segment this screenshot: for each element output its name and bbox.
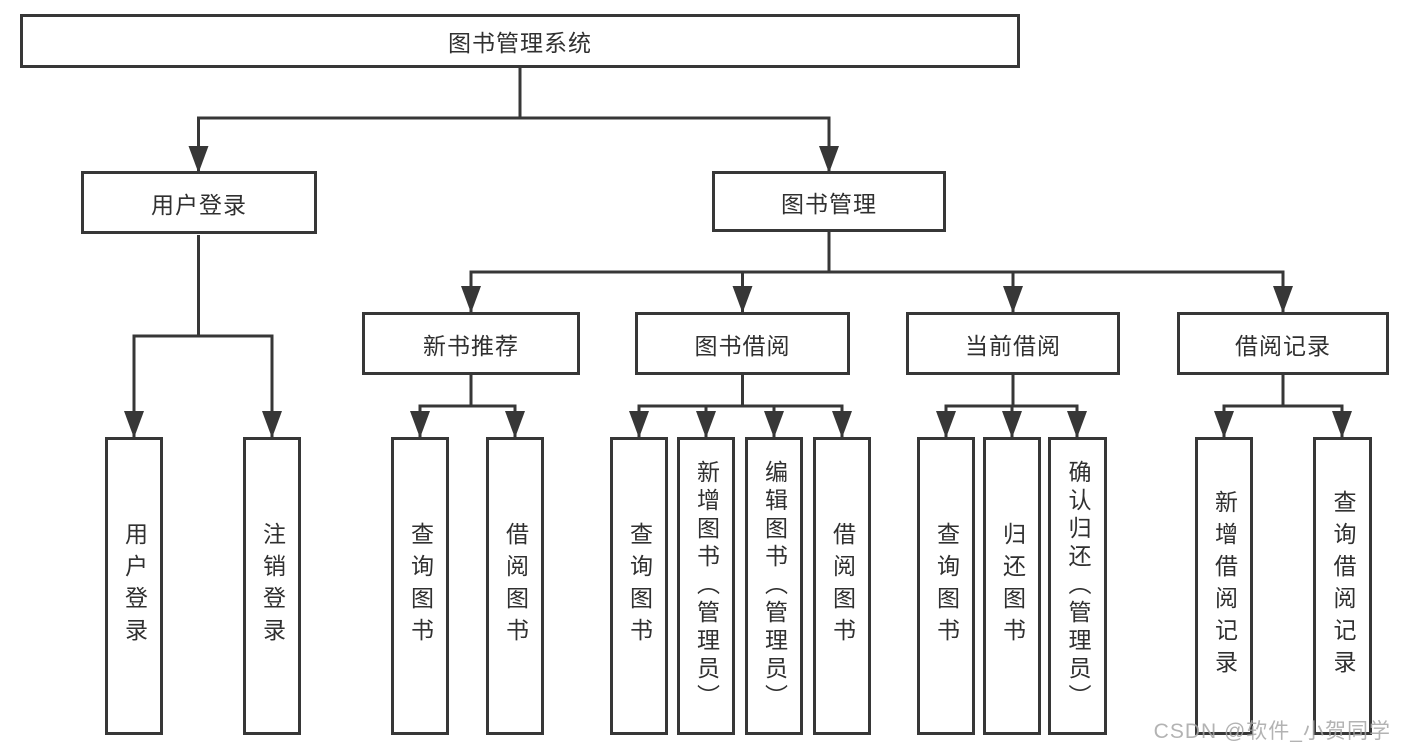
- node-user-login-branch: 用户登录: [81, 171, 317, 234]
- leaf-add-borrow-record: 新增借阅记录: [1195, 437, 1253, 735]
- leaf-query-books-borrow: 查询图书: [610, 437, 668, 735]
- connector: [637, 375, 844, 437]
- arrowhead-icon: [410, 411, 430, 438]
- node-root: 图书管理系统: [20, 14, 1020, 68]
- leaf-return-books: 归还图书: [983, 437, 1041, 735]
- arrowhead-icon: [262, 411, 282, 438]
- node-new-book-recommend: 新书推荐: [362, 312, 580, 375]
- arrowhead-icon: [188, 146, 209, 173]
- leaf-borrow-books: 借阅图书: [813, 437, 871, 735]
- node-current-borrowing: 当前借阅: [906, 312, 1120, 375]
- leaf-borrow-books-recommend: 借阅图书: [486, 437, 544, 735]
- connector: [418, 375, 517, 437]
- leaf-logout: 注销登录: [243, 437, 301, 735]
- leaf-user-login: 用户登录: [105, 437, 163, 735]
- arrowhead-icon: [732, 286, 753, 313]
- arrowhead-icon: [1067, 411, 1087, 438]
- connector: [1222, 375, 1344, 437]
- connector: [469, 232, 1285, 312]
- arrowhead-icon: [1002, 411, 1022, 438]
- arrowhead-icon: [936, 411, 956, 438]
- arrowhead-icon: [764, 411, 784, 438]
- arrowhead-icon: [124, 411, 144, 438]
- arrowhead-icon: [819, 146, 839, 173]
- arrowhead-icon: [461, 286, 481, 313]
- leaf-query-books-recommend: 查询图书: [391, 437, 449, 735]
- leaf-query-books-current: 查询图书: [917, 437, 975, 735]
- connector: [132, 235, 274, 437]
- arrowhead-icon: [505, 411, 525, 438]
- node-book-management: 图书管理: [712, 171, 946, 232]
- arrowhead-icon: [832, 411, 852, 438]
- node-book-borrowing: 图书借阅: [635, 312, 850, 375]
- leaf-confirm-return-admin: 确认归还（管理员）: [1048, 437, 1107, 735]
- arrowhead-icon: [696, 411, 716, 438]
- watermark: CSDN @软件_小贺同学: [1153, 720, 1391, 743]
- arrowhead-icon: [629, 411, 649, 438]
- leaf-add-books-admin: 新增图书（管理员）: [677, 437, 735, 735]
- node-borrowing-records: 借阅记录: [1177, 312, 1389, 375]
- connector: [197, 68, 831, 172]
- leaf-edit-books-admin: 编辑图书（管理员）: [745, 437, 803, 735]
- leaf-query-borrow-record: 查询借阅记录: [1313, 437, 1372, 735]
- arrowhead-icon: [1214, 411, 1234, 438]
- arrowhead-icon: [1003, 286, 1023, 313]
- arrowhead-icon: [1273, 286, 1293, 313]
- arrowhead-icon: [1332, 411, 1352, 438]
